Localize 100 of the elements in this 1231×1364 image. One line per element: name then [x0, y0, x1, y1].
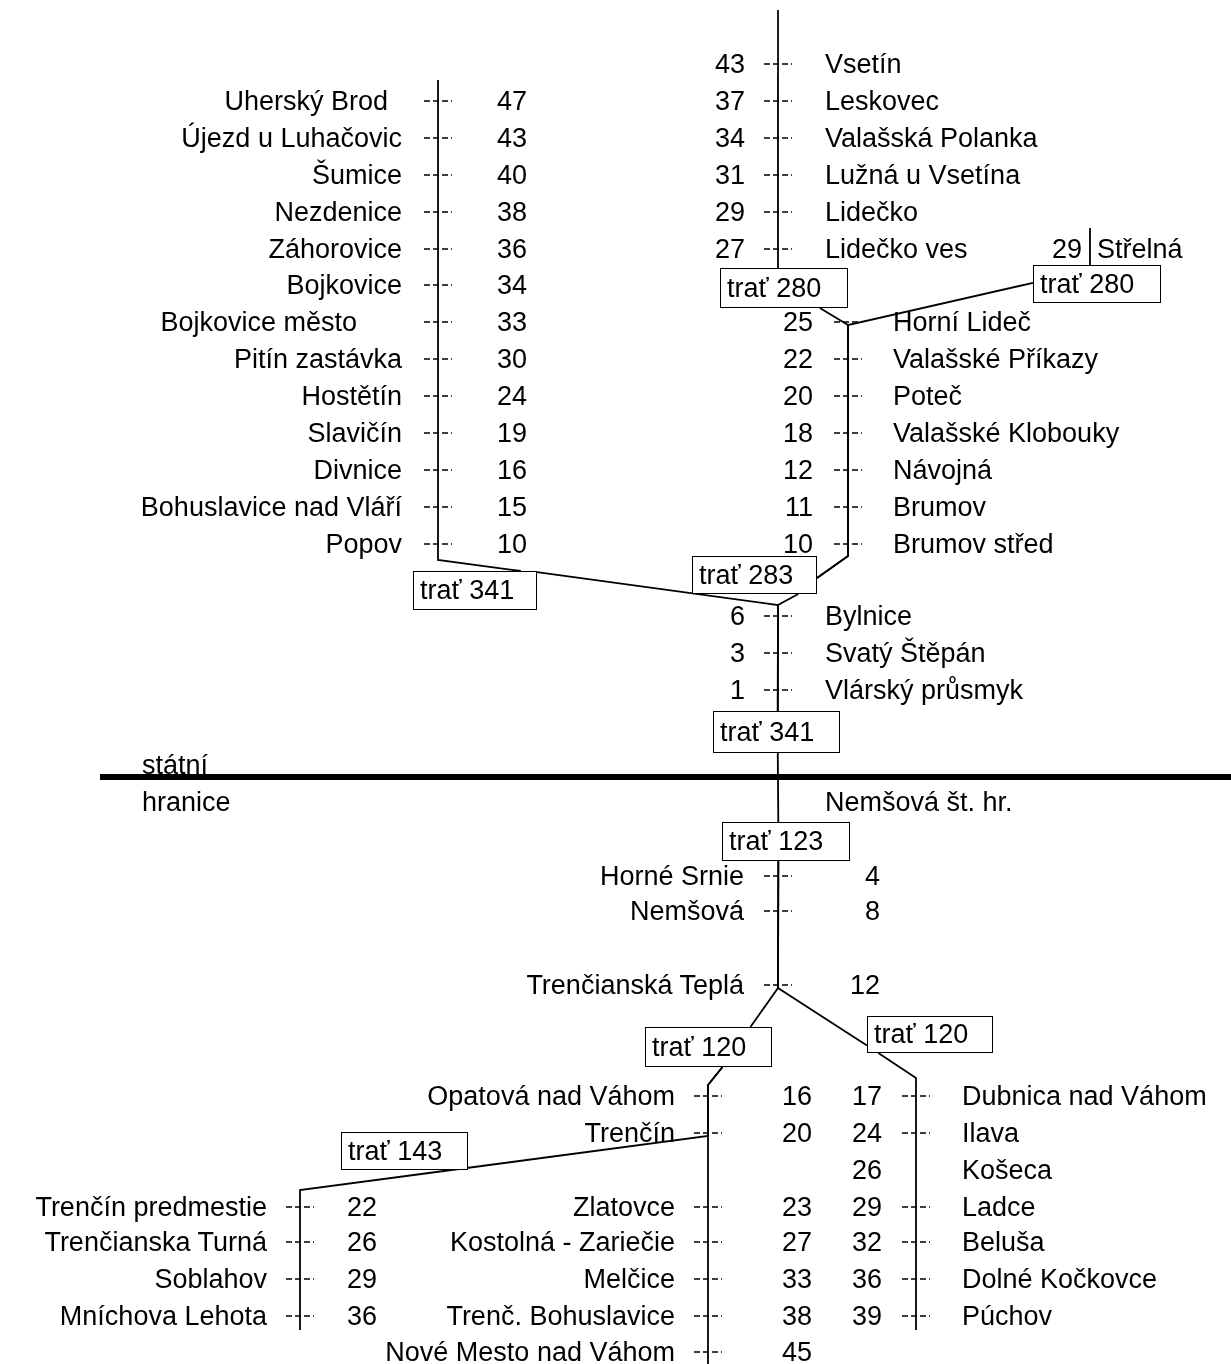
- station-name: Bohuslavice nad Vláří: [140, 493, 402, 521]
- distance-km: 36: [347, 1302, 378, 1330]
- distance-km: 37: [714, 87, 745, 115]
- station-name: Brumov střed: [893, 530, 1054, 558]
- station-name: Vsetín: [825, 50, 902, 78]
- distance-km: 29: [851, 1193, 882, 1221]
- distance-km: 11: [784, 493, 813, 521]
- station-name: Poteč: [893, 382, 963, 410]
- distance-km: 8: [865, 897, 881, 925]
- distance-km: 34: [497, 271, 528, 299]
- station-name: Valašské Příkazy: [893, 345, 1099, 373]
- station-name: Svatý Štěpán: [825, 639, 986, 667]
- railway-line: [877, 1052, 917, 1331]
- station-name: Horné Srnie: [599, 862, 744, 890]
- station-name: Návojná: [893, 456, 993, 484]
- station-name: Soblahov: [154, 1265, 267, 1293]
- distance-km: 30: [497, 345, 528, 373]
- station-name: Bojkovice: [286, 271, 402, 299]
- distance-km: 43: [497, 124, 528, 152]
- distance-km: 38: [497, 198, 528, 226]
- line-number-box: trať 120: [867, 1016, 993, 1053]
- distance-km: 12: [850, 971, 881, 999]
- station-name: Melčice: [583, 1265, 675, 1293]
- station-name: Mníchova Lehota: [59, 1302, 267, 1330]
- distance-km: 10: [497, 530, 528, 558]
- station-name: Bojkovice město: [160, 308, 357, 336]
- station-name: Popov: [325, 530, 402, 558]
- distance-km: 22: [347, 1193, 378, 1221]
- line-number-box: trať 280: [1033, 265, 1161, 303]
- station-name: Nezdenice: [274, 198, 402, 226]
- distance-km: 43: [714, 50, 745, 78]
- distance-km: 34: [714, 124, 745, 152]
- distance-km: 27: [714, 235, 745, 263]
- station-name: Košeca: [962, 1156, 1053, 1184]
- station-name: Nové Mesto nad Váhom: [385, 1338, 675, 1364]
- station-name: Hostětín: [301, 382, 402, 410]
- station-name: Valašská Polanka: [825, 124, 1038, 152]
- station-name: Šumice: [311, 161, 402, 189]
- distance-km: 17: [851, 1082, 882, 1110]
- distance-km: 23: [782, 1193, 813, 1221]
- line-number-box: trať 123: [722, 822, 850, 861]
- line-number-box: trať 283: [692, 556, 817, 594]
- railway-line: [1089, 227, 1091, 266]
- station-name: Brumov: [893, 493, 987, 521]
- distance-km: 1: [729, 676, 745, 704]
- distance-km: 29: [347, 1265, 378, 1293]
- distance-km: 39: [851, 1302, 882, 1330]
- station-name: Lidečko: [825, 198, 919, 226]
- station-name: Horní Lideč: [893, 308, 1032, 336]
- distance-km: 32: [851, 1228, 882, 1256]
- station-name: Bylnice: [825, 602, 913, 630]
- line-number-box: trať 120: [645, 1027, 772, 1067]
- distance-km: 12: [782, 456, 813, 484]
- station-name: Ilava: [962, 1119, 1020, 1147]
- distance-km: 24: [851, 1119, 882, 1147]
- station-name: Púchov: [962, 1302, 1053, 1330]
- station-name: Záhorovice: [268, 235, 402, 263]
- distance-km: 25: [782, 308, 813, 336]
- line-number-box: trať 143: [341, 1132, 468, 1170]
- line-number-box: trať 280: [720, 268, 848, 308]
- railway-line: [776, 752, 780, 823]
- distance-km: 3: [729, 639, 745, 667]
- station-name: Uherský Brod: [224, 87, 388, 115]
- railway-line: [536, 571, 779, 712]
- distance-km: 18: [782, 419, 813, 447]
- station-name: Trenčianská Teplá: [526, 971, 744, 999]
- station-name: Střelná: [1097, 235, 1183, 263]
- station-name: Kostolná - Zariečie: [449, 1228, 675, 1256]
- station-name: hranice: [142, 788, 231, 816]
- station-name: Divnice: [313, 456, 402, 484]
- distance-km: 36: [851, 1265, 882, 1293]
- station-name: státní: [142, 751, 209, 779]
- station-name: Újezd u Luhačovic: [181, 124, 402, 152]
- station-name: Dolné Kočkovce: [962, 1265, 1158, 1293]
- station-name: Trenč. Bohuslavice: [446, 1302, 675, 1330]
- station-name: Trenčín predmestie: [35, 1193, 267, 1221]
- distance-km: 29: [1052, 235, 1083, 263]
- line-number-box: trať 341: [713, 711, 840, 753]
- distance-km: 20: [782, 382, 813, 410]
- distance-km: 31: [714, 161, 745, 189]
- railway-line: [816, 281, 1034, 579]
- distance-km: 40: [497, 161, 528, 189]
- distance-km: 26: [347, 1228, 378, 1256]
- station-name: Opatová nad Váhom: [427, 1082, 675, 1110]
- distance-km: 45: [782, 1338, 813, 1364]
- station-name: Pitín zastávka: [233, 345, 402, 373]
- distance-km: 29: [714, 198, 745, 226]
- distance-km: 10: [782, 530, 813, 558]
- station-name: Leskovec: [825, 87, 940, 115]
- distance-km: 4: [865, 862, 881, 890]
- distance-km: 26: [851, 1156, 882, 1184]
- station-name: Trenčín: [584, 1119, 675, 1147]
- railway-line: [299, 1169, 453, 1331]
- railway-line: [777, 860, 868, 1047]
- station-name: Nemšová: [629, 897, 744, 925]
- railway-line: [777, 9, 779, 269]
- station-name: Nemšová št. hr.: [825, 788, 1013, 816]
- distance-km: 38: [782, 1302, 813, 1330]
- distance-km: 6: [729, 602, 745, 630]
- station-name: Valašské Klobouky: [893, 419, 1120, 447]
